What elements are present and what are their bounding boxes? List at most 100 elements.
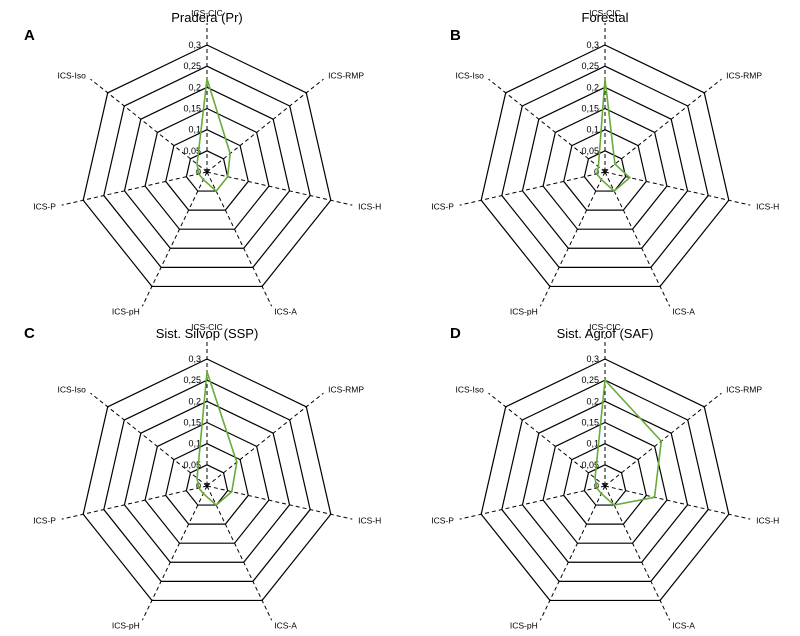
panel-title: Sist. Agrof (SAF) xyxy=(557,326,654,341)
grid-ring xyxy=(563,443,647,525)
grid-ring xyxy=(103,379,311,582)
grid-ring xyxy=(542,421,668,544)
center-marker: * xyxy=(204,164,210,180)
data-point xyxy=(230,490,233,493)
tick-label: 0,2 xyxy=(188,396,201,406)
center-marker: * xyxy=(602,164,608,180)
tick-label: 0,1 xyxy=(586,125,599,135)
grid-ring xyxy=(103,65,311,268)
series-line xyxy=(196,371,238,507)
axis-label: ICS-H xyxy=(358,201,381,211)
axis-spoke xyxy=(604,485,751,520)
axis-spoke xyxy=(90,78,208,173)
axis-spoke xyxy=(459,171,606,206)
grid-ring xyxy=(542,107,668,230)
data-point xyxy=(628,176,631,179)
axis-label: ICS-RMP xyxy=(328,70,364,80)
axis-spoke xyxy=(61,171,208,206)
grid-ring xyxy=(583,464,627,506)
grid-ring xyxy=(165,129,249,211)
axis-label: ICS-A xyxy=(274,307,297,317)
axis-spoke xyxy=(141,485,208,621)
radar-panel-b: BForestal*00,050,10,150,20,250,3ICS-CICI… xyxy=(431,8,779,317)
data-point xyxy=(595,172,598,175)
axis-label: ICS-RMP xyxy=(726,384,762,394)
axis-spoke xyxy=(90,392,208,487)
data-point xyxy=(196,477,198,479)
axis-spoke xyxy=(604,78,722,173)
axis-label: ICS-P xyxy=(33,201,56,211)
axis-spoke xyxy=(604,171,671,307)
grid-ring xyxy=(123,400,291,563)
tick-label: 0,3 xyxy=(586,354,599,364)
panel-letter: D xyxy=(450,325,461,342)
axis-label: ICS-H xyxy=(756,201,779,211)
grid-ring xyxy=(185,464,229,506)
axis-label: ICS-CIC xyxy=(191,322,223,332)
grid-ring xyxy=(123,86,291,249)
tick-label: 0,3 xyxy=(188,354,201,364)
axis-spoke xyxy=(539,485,606,621)
data-point xyxy=(660,440,663,443)
tick-label: 0,25 xyxy=(581,375,599,385)
axis-label: ICS-pH xyxy=(112,621,140,631)
grid-ring xyxy=(480,44,730,288)
data-point xyxy=(653,496,656,499)
axis-label: ICS-P xyxy=(431,201,454,211)
tick-label: 0,1 xyxy=(188,125,201,135)
axis-label: ICS-H xyxy=(756,515,779,525)
axis-label: ICS-CIC xyxy=(191,8,223,18)
center-marker: * xyxy=(204,478,210,494)
data-point xyxy=(235,461,238,464)
data-point xyxy=(196,163,198,165)
tick-label: 0,05 xyxy=(183,146,201,156)
axis-spoke xyxy=(539,171,606,307)
panel-letter: A xyxy=(24,27,35,44)
data-point xyxy=(604,77,606,80)
data-point xyxy=(206,77,208,80)
panel-title: Sist. Silvop (SSP) xyxy=(156,326,259,341)
grid-ring xyxy=(165,443,249,525)
panel-title: Pradera (Pr) xyxy=(171,10,243,25)
tick-label: 0,05 xyxy=(581,146,599,156)
axis-label: ICS-A xyxy=(672,307,695,317)
data-point xyxy=(206,370,208,373)
tick-label: 0,15 xyxy=(581,104,599,114)
data-point xyxy=(594,477,596,479)
axis-label: ICS-Iso xyxy=(57,384,86,394)
grid-ring xyxy=(480,358,730,602)
axis-label: ICS-pH xyxy=(510,307,538,317)
axis-spoke xyxy=(206,171,273,307)
data-point xyxy=(595,486,598,489)
tick-label: 0,05 xyxy=(581,460,599,470)
axis-label: ICS-P xyxy=(33,515,56,525)
axis-label: ICS-H xyxy=(358,515,381,525)
grid-ring xyxy=(563,129,647,211)
series-line xyxy=(595,78,631,193)
axis-label: ICS-pH xyxy=(510,621,538,631)
data-point xyxy=(215,190,218,192)
axis-spoke xyxy=(488,392,606,487)
axis-spoke xyxy=(206,171,353,206)
data-point xyxy=(597,165,600,168)
center-marker: * xyxy=(602,478,608,494)
grid-ring xyxy=(501,65,709,268)
data-point xyxy=(604,379,606,382)
grid-ring xyxy=(185,150,229,192)
axis-label: ICS-Iso xyxy=(57,70,86,80)
data-point xyxy=(613,190,616,192)
grid-ring xyxy=(144,107,270,230)
panel-letter: C xyxy=(24,325,35,342)
tick-label: 0,05 xyxy=(183,460,201,470)
tick-label: 0,1 xyxy=(188,439,201,449)
axis-label: ICS-RMP xyxy=(726,70,762,80)
axis-spoke xyxy=(61,485,208,520)
data-point xyxy=(613,504,616,506)
axis-label: ICS-CIC xyxy=(589,8,621,18)
axis-label: ICS-Iso xyxy=(455,384,484,394)
axis-spoke xyxy=(488,78,606,173)
grid-ring xyxy=(144,421,270,544)
